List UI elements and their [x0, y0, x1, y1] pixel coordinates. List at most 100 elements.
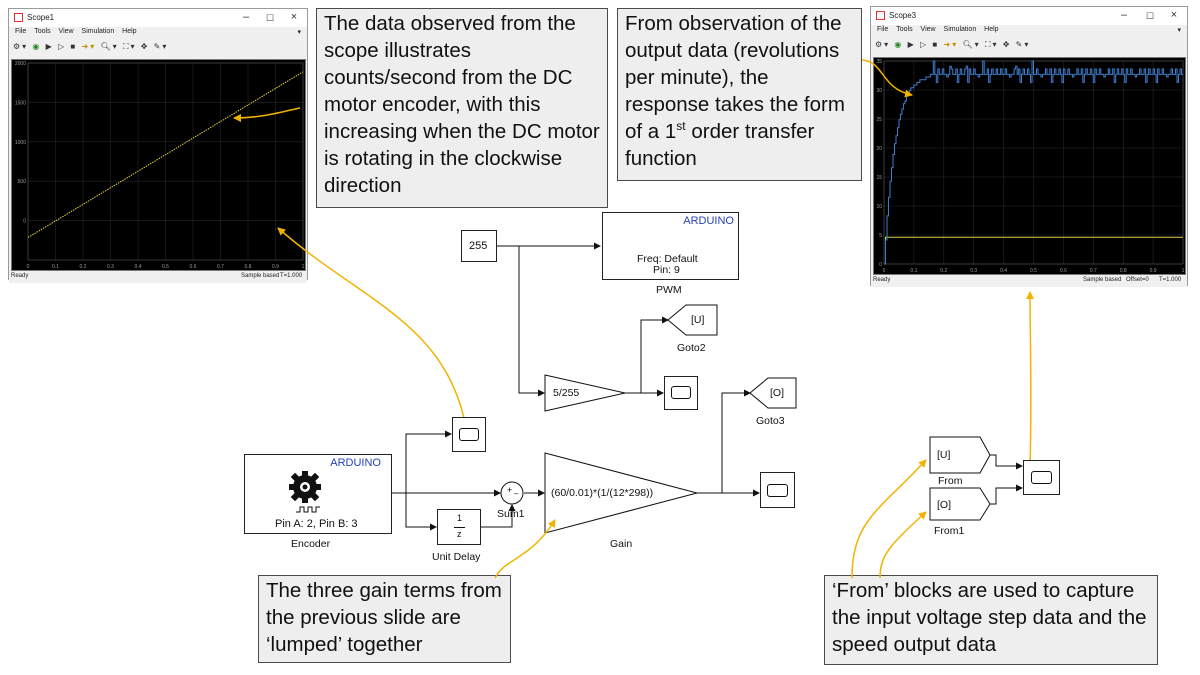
x-tick-label: 0.6 [1060, 268, 1067, 274]
play-icon[interactable]: ▶ [45, 42, 54, 51]
menu-tools[interactable]: Tools [896, 26, 913, 33]
scope3-statusbar: Ready Sample based Offset=0 T=1.000 [871, 275, 1187, 287]
scope-icon [671, 386, 691, 399]
cursor-icon[interactable]: ✥ [1002, 40, 1012, 49]
encoder-name: Encoder [291, 538, 331, 550]
scope-block-pwm[interactable] [664, 376, 698, 410]
pwm-freq: Freq: Default [637, 253, 698, 265]
x-tick-label: 0.6 [190, 264, 197, 270]
minimize-icon[interactable]: – [1120, 9, 1128, 21]
x-tick-label: 0 [883, 268, 886, 274]
run-icon[interactable]: ◉ [32, 42, 42, 51]
wire-const-gain-small [518, 246, 545, 397]
x-tick-label: 0.9 [1150, 268, 1157, 274]
scope3-status-offset: Offset=0 [1126, 277, 1149, 283]
encoder-block[interactable]: ARDUINO Pin A: 2, Pin B: 3 [244, 454, 392, 534]
menu-help[interactable]: Help [122, 28, 137, 35]
menu-simulation[interactable]: Simulation [943, 26, 977, 33]
x-tick-label: 0.4 [135, 264, 142, 270]
constant-block[interactable]: 255 [461, 230, 497, 262]
y-tick-label: 2000 [15, 61, 26, 67]
scope1-menubar: File Tools View Simulation Help ▾ [9, 28, 307, 40]
step-icon[interactable]: ▷ [58, 42, 67, 51]
gain-name: Gain [610, 538, 633, 550]
scope-icon [767, 484, 788, 497]
gain-expression: (60/0.01)*(1/(12*298)) [551, 487, 654, 499]
menu-expand-icon[interactable]: ▾ [297, 29, 301, 36]
menu-file[interactable]: File [15, 28, 27, 35]
from-u-name: From [938, 475, 963, 487]
close-icon[interactable]: × [290, 11, 298, 23]
scope3-toolbar: ⚙▾ ◉ ▶ ▷ ■ ➜▾ 🔍︎▾ ⛶▾ ✥ ✎▾ [875, 40, 1187, 53]
scope1-title: Scope1 [27, 13, 55, 22]
from-u-tag: [U] [937, 449, 951, 461]
edit-icon[interactable]: ✎▾ [1015, 40, 1031, 49]
x-tick-label: 0.3 [970, 268, 977, 274]
highlight-icon[interactable]: ➜▾ [81, 42, 97, 51]
pwm-name: PWM [656, 284, 682, 296]
menu-view[interactable]: View [58, 28, 74, 35]
scope-block-encoder[interactable] [452, 417, 486, 452]
unit-delay-block[interactable]: 1 z [437, 509, 481, 545]
sum-minus: – [514, 489, 519, 498]
constant-value: 255 [469, 240, 488, 252]
scope1-status-ready: Ready [11, 273, 29, 279]
y-tick-label: 1000 [15, 140, 26, 146]
matlab-icon [876, 11, 885, 20]
cursor-icon[interactable]: ✥ [140, 42, 150, 51]
from-o-name: From1 [934, 525, 965, 537]
minimize-icon[interactable]: – [242, 11, 250, 23]
scope1-status-time: T=1.000 [280, 273, 303, 279]
menu-view[interactable]: View [920, 26, 936, 33]
scope-block-gain[interactable] [760, 472, 795, 508]
annotation-arrow-gain [494, 519, 556, 579]
y-tick-label: 15 [876, 175, 882, 181]
menu-file[interactable]: File [877, 26, 889, 33]
menu-simulation[interactable]: Simulation [81, 28, 115, 35]
matlab-icon [14, 13, 23, 22]
scope1-trace [27, 71, 304, 238]
maximize-icon[interactable]: ☐ [1145, 11, 1155, 21]
scope-icon [459, 428, 479, 441]
stop-icon[interactable]: ■ [932, 40, 940, 49]
goto3-name: Goto3 [756, 415, 785, 427]
maximize-icon[interactable]: ☐ [265, 13, 275, 23]
scope-icon [1031, 471, 1052, 484]
menu-expand-icon[interactable]: ▾ [1177, 27, 1181, 34]
fraction-bar [454, 527, 465, 528]
step-icon[interactable]: ▷ [920, 40, 929, 49]
scope1-status-mode: Sample based [241, 273, 280, 279]
y-tick-label: 0 [879, 262, 882, 268]
scope-block-from[interactable] [1023, 460, 1060, 495]
edit-icon[interactable]: ✎▾ [153, 42, 169, 51]
y-tick-label: 5 [879, 233, 882, 239]
menu-tools[interactable]: Tools [34, 28, 51, 35]
encoder-brand: ARDUINO [330, 457, 381, 469]
unit-delay-num: 1 [457, 513, 463, 523]
x-tick-label: 1 [302, 264, 305, 270]
scale-icon[interactable]: ⛶▾ [984, 40, 999, 49]
pwm-block[interactable]: ARDUINO Freq: Default Pin: 9 [602, 212, 739, 280]
x-tick-label: 0.3 [107, 264, 114, 270]
play-icon[interactable]: ▶ [907, 40, 916, 49]
scope3-titlebar: Scope3 – ☐ × [871, 7, 1187, 25]
settings-icon[interactable]: ⚙▾ [13, 42, 29, 51]
x-tick-label: 0 [27, 264, 30, 270]
callout-from-blocks: ‘From’ blocks are used to capture the in… [824, 575, 1158, 665]
scope1-window: Scope1 – ☐ × File Tools View Simulation … [8, 8, 308, 283]
settings-icon[interactable]: ⚙▾ [875, 40, 891, 49]
x-tick-label: 0.4 [1000, 268, 1007, 274]
callout-first-order: From observation of the output data (rev… [617, 8, 862, 181]
menu-help[interactable]: Help [984, 26, 999, 33]
scope3-status-time: T=1.000 [1159, 277, 1182, 283]
close-icon[interactable]: × [1170, 9, 1178, 21]
zoom-icon[interactable]: 🔍︎▾ [100, 42, 119, 51]
stop-icon[interactable]: ■ [70, 42, 78, 51]
highlight-icon[interactable]: ➜▾ [943, 40, 959, 49]
scale-icon[interactable]: ⛶▾ [122, 42, 137, 51]
x-tick-label: 0.8 [1120, 268, 1127, 274]
zoom-icon[interactable]: 🔍︎▾ [962, 40, 981, 49]
run-icon[interactable]: ◉ [894, 40, 904, 49]
